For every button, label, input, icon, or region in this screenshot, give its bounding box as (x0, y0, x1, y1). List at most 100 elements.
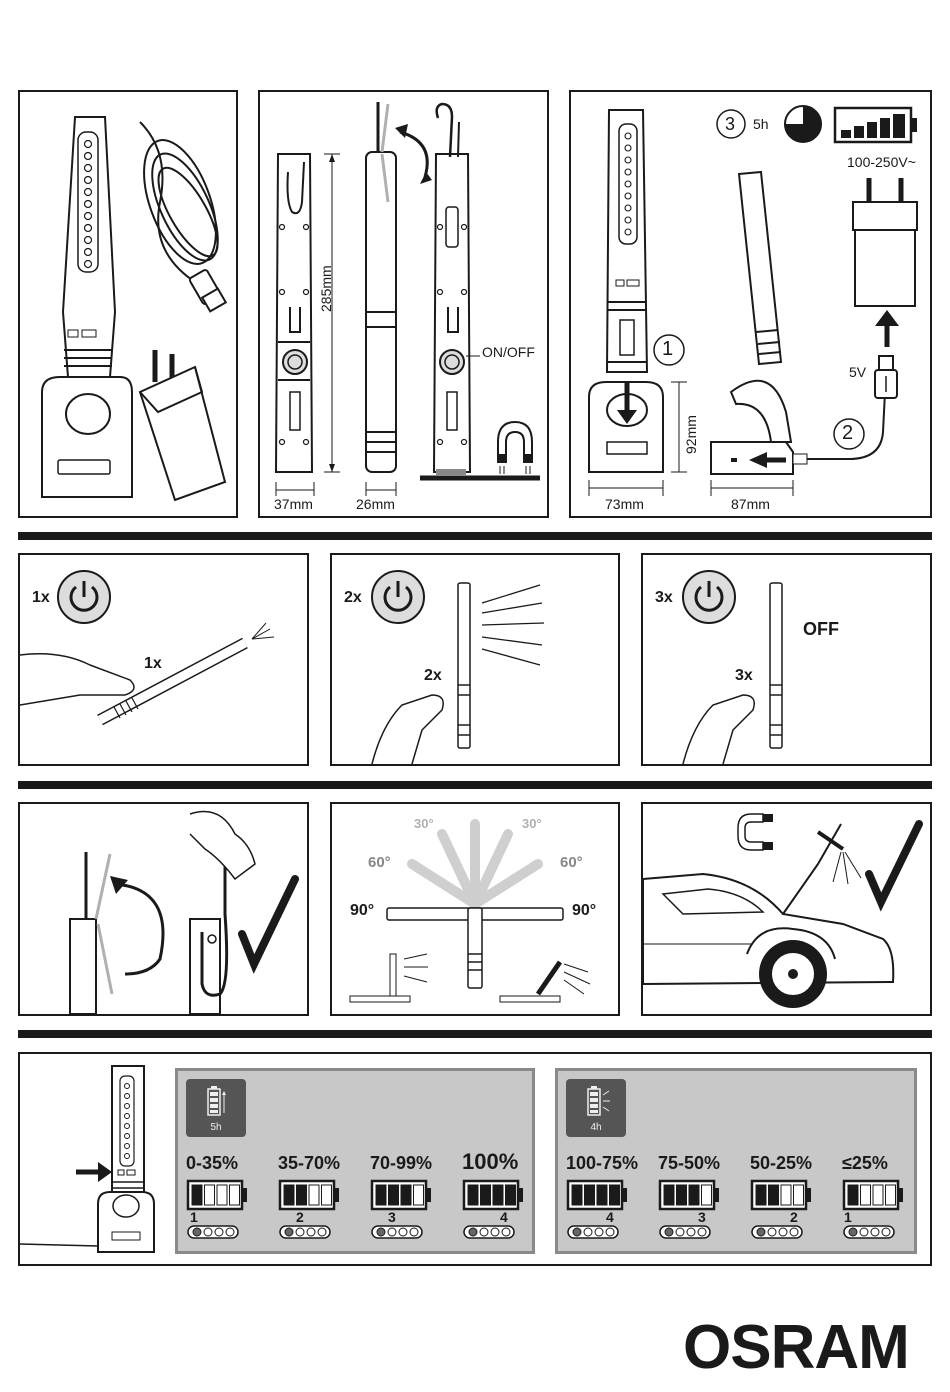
battery-cell (493, 1185, 503, 1205)
panel-hook-rotate (18, 802, 309, 1016)
battery-cell (481, 1185, 491, 1205)
led-dot (573, 1228, 581, 1236)
charging-badge: 5h (186, 1079, 246, 1137)
dimension-height: 285mm (318, 265, 334, 312)
battery-cell (873, 1185, 883, 1205)
battery-level-charging-4: 100%4 (462, 1153, 542, 1253)
led-dot (595, 1228, 603, 1236)
dimension-base-width: 73mm (605, 496, 644, 512)
battery-level-number: 1 (844, 1209, 852, 1225)
battery-icon (278, 1153, 358, 1243)
battery-cell (886, 1185, 896, 1205)
battery-level-charging-3: 70-99%3 (370, 1153, 450, 1253)
led-dot (399, 1228, 407, 1236)
panel-battery-status: 5h 0-35%135-70%270-99%3100%4 4h 100-75%4… (18, 1052, 932, 1266)
charging-badge-time: 5h (186, 1122, 246, 1133)
dimension-width-front: 37mm (274, 496, 313, 512)
led-dot (584, 1228, 592, 1236)
panel-press-once: 1x 1x (18, 553, 309, 766)
angle-30-left: 30° (414, 816, 434, 831)
battery-cell (468, 1185, 478, 1205)
led-dot (285, 1228, 293, 1236)
press-thrice-illustration (643, 555, 930, 764)
battery-icon (186, 1153, 266, 1243)
led-dot (698, 1228, 706, 1236)
battery-level-discharging-2: 75-50%3 (658, 1153, 738, 1253)
battery-icon (370, 1153, 450, 1243)
press-twice-illustration (332, 555, 618, 764)
battery-cell (689, 1185, 699, 1205)
charge-time-label: 5h (753, 116, 769, 132)
led-dot (204, 1228, 212, 1236)
led-dot (687, 1228, 695, 1236)
battery-cell (217, 1185, 227, 1205)
panel-dimensions: 37mm 26mm 285mm ON/OFF (258, 90, 549, 518)
voltage-input-label: 100-250V~ (847, 154, 916, 170)
hook-rotate-illustration (20, 804, 307, 1014)
lamp-charger-cable-illustration (20, 92, 236, 516)
led-dot (377, 1228, 385, 1236)
battery-level-charging-1: 0-35%1 (186, 1153, 266, 1253)
battery-icon (566, 1153, 646, 1243)
led-dot (410, 1228, 418, 1236)
step-3-label: 3 (725, 114, 735, 135)
battery-level-discharging-4: ≤25%1 (842, 1153, 922, 1253)
panel-press-thrice: 3x 3x OFF (641, 553, 932, 766)
led-dot (193, 1228, 201, 1236)
panel-charging: 3 5h 100-250V~ 5V 1 2 92mm 73mm 87mm (569, 90, 932, 518)
led-dot (388, 1228, 396, 1236)
step-2-label: 2 (842, 422, 853, 445)
battery-level-discharging-1: 100-75%4 (566, 1153, 646, 1253)
battery-cell (192, 1185, 202, 1205)
battery-icon (750, 1153, 830, 1243)
led-dot (779, 1228, 787, 1236)
led-dot (491, 1228, 499, 1236)
battery-icon (842, 1153, 922, 1243)
angle-90-left: 90° (350, 902, 374, 920)
battery-cell (572, 1185, 582, 1205)
battery-cell (389, 1185, 399, 1205)
hand-press-2x: 2x (424, 667, 442, 685)
battery-level-number: 2 (790, 1209, 798, 1225)
led-dot (790, 1228, 798, 1236)
panel-press-twice: 2x 2x (330, 553, 620, 766)
battery-cell (309, 1185, 319, 1205)
section-divider-1 (18, 532, 932, 540)
on-off-label: ON/OFF (482, 344, 535, 360)
battery-level-number: 3 (698, 1209, 706, 1225)
battery-cell (506, 1185, 516, 1205)
battery-cell (205, 1185, 215, 1205)
battery-icon (658, 1153, 738, 1243)
battery-level-number: 4 (606, 1209, 614, 1225)
battery-cell (322, 1185, 332, 1205)
led-dot (676, 1228, 684, 1236)
battery-icon (462, 1153, 542, 1243)
hand-press-3x: 3x (735, 667, 753, 685)
angle-30-right: 30° (522, 816, 542, 831)
battery-cell (401, 1185, 411, 1205)
battery-cell (769, 1185, 779, 1205)
led-dot (768, 1228, 776, 1236)
section-divider-3 (18, 1030, 932, 1038)
dimension-base-depth: 87mm (731, 496, 770, 512)
led-dot (757, 1228, 765, 1236)
panel-head-angles: 30° 30° 60° 60° 90° 90° (330, 802, 620, 1016)
battery-cell (585, 1185, 595, 1205)
led-dot (480, 1228, 488, 1236)
battery-cell (781, 1185, 791, 1205)
led-dot (860, 1228, 868, 1236)
led-dot (226, 1228, 234, 1236)
led-dot (502, 1228, 510, 1236)
battery-cell (597, 1185, 607, 1205)
battery-level-number: 2 (296, 1209, 304, 1225)
discharging-badge: 4h (566, 1079, 626, 1137)
lamp-dimensions-illustration (260, 92, 547, 516)
battery-cell (702, 1185, 712, 1205)
battery-level-number: 1 (190, 1209, 198, 1225)
dimension-base-height: 92mm (683, 415, 699, 454)
press-count-1x: 1x (32, 589, 50, 607)
angle-90-right: 90° (572, 902, 596, 920)
battery-level-number: 3 (388, 1209, 396, 1225)
hand-press-1x: 1x (144, 655, 162, 673)
